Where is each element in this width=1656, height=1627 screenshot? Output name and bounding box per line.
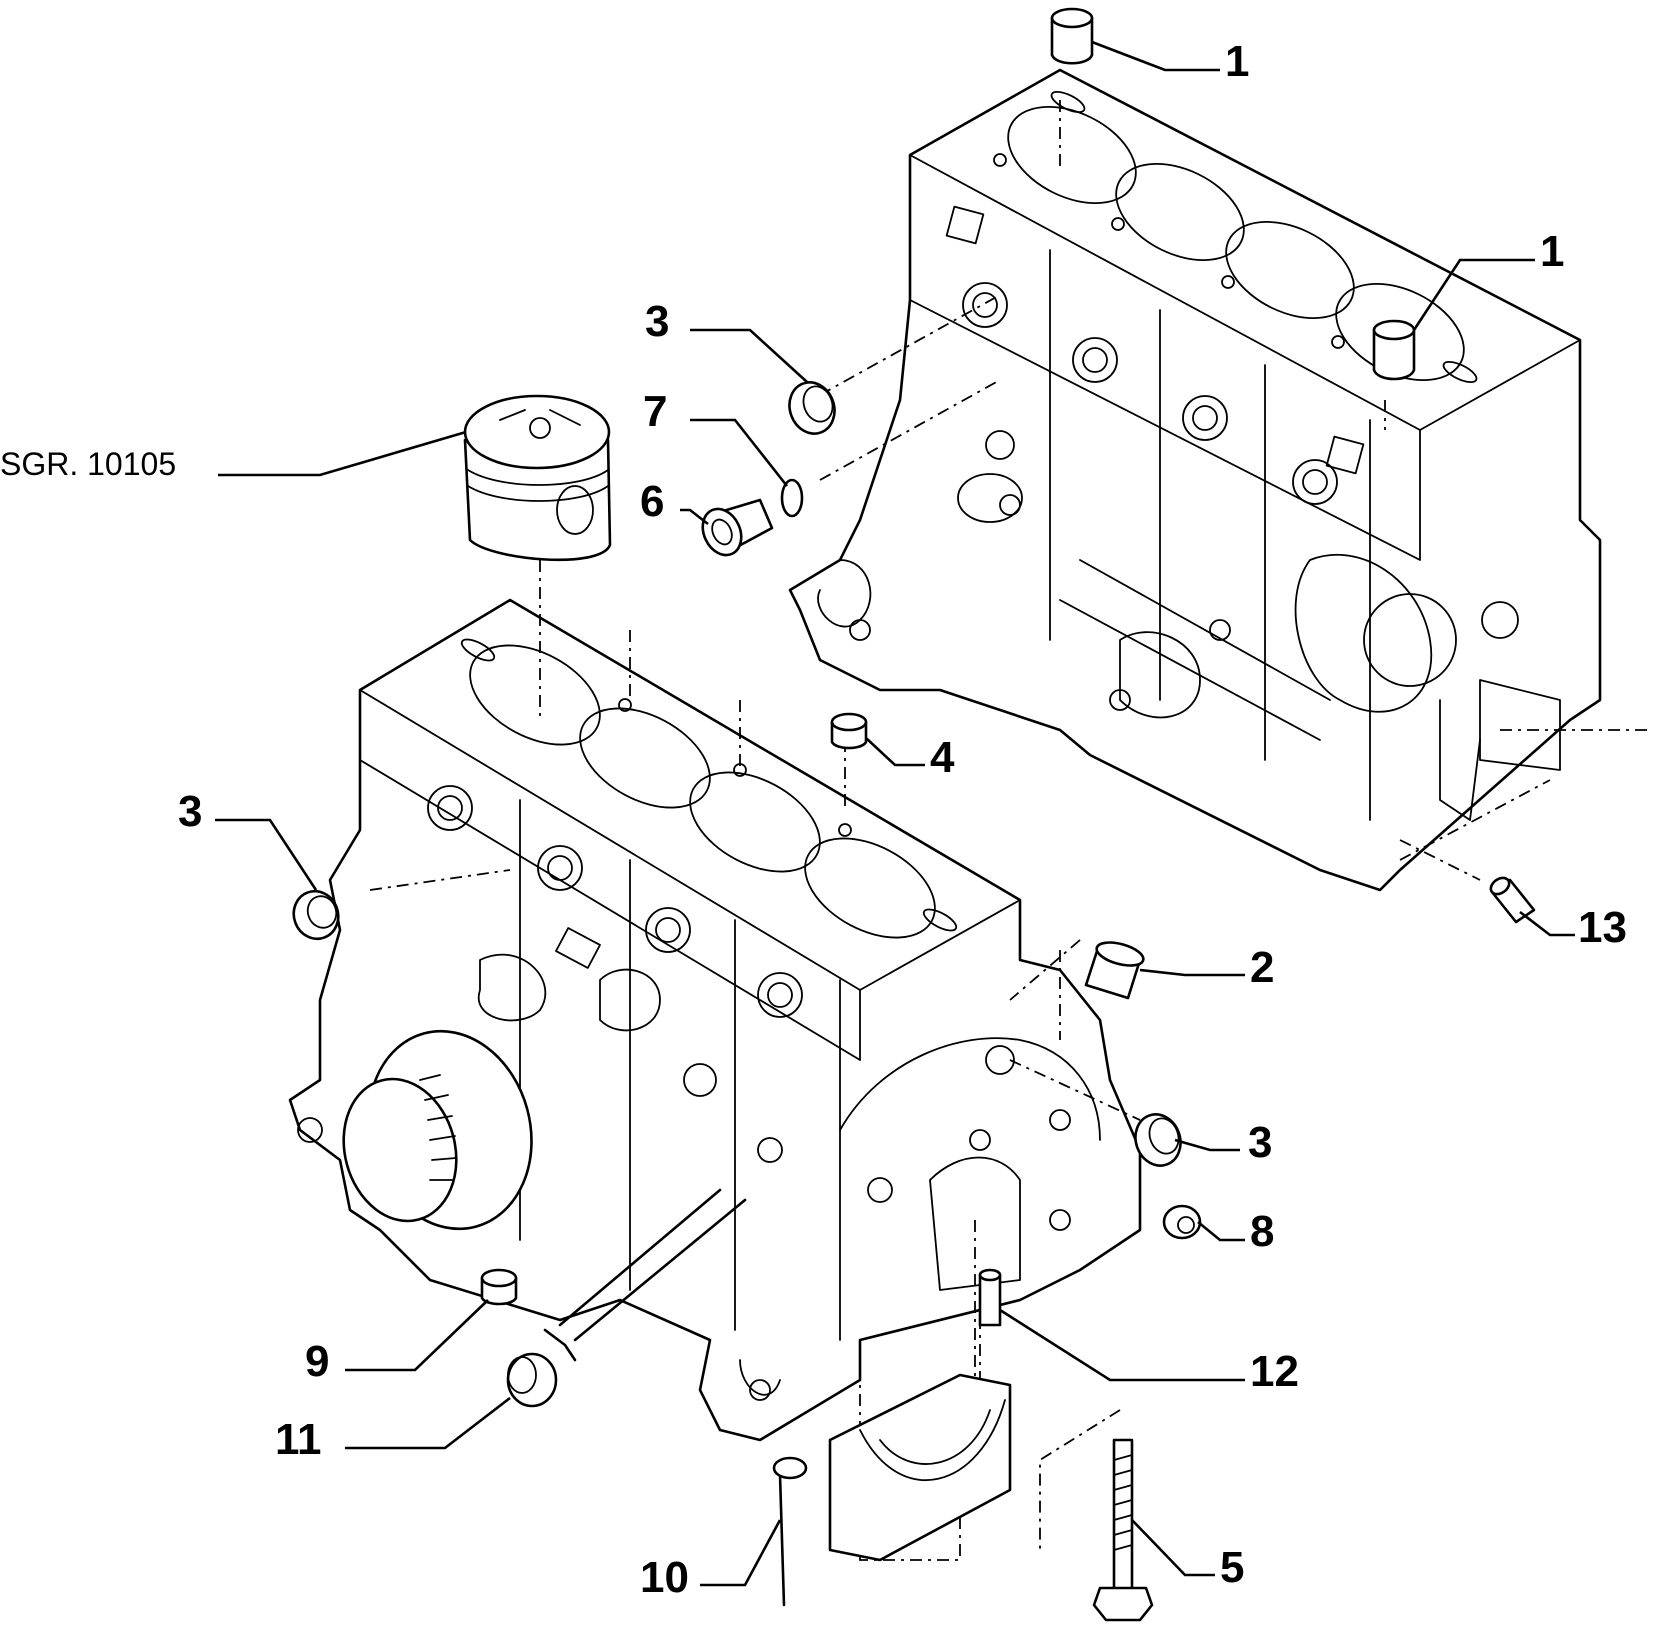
main-bearing-cap bbox=[828, 1373, 1012, 1562]
expansion-plug-upper bbox=[788, 381, 836, 435]
callout-3-right: 3 bbox=[1248, 1118, 1272, 1167]
leader-lines bbox=[215, 40, 1575, 1587]
callout-2: 2 bbox=[1250, 943, 1274, 992]
callout-9: 9 bbox=[305, 1337, 329, 1386]
threaded-cap bbox=[480, 1268, 518, 1306]
callout-3-left: 3 bbox=[178, 787, 202, 836]
small-parts bbox=[292, 7, 1536, 1622]
locating-pin bbox=[1489, 876, 1536, 924]
dowel-bushing-top bbox=[1050, 7, 1094, 65]
callout-12: 12 bbox=[1250, 1347, 1299, 1396]
expansion-plug-right bbox=[1134, 1113, 1182, 1167]
piston bbox=[463, 394, 612, 562]
callout-1-top: 1 bbox=[1225, 37, 1249, 86]
threaded-plug bbox=[701, 498, 774, 557]
callout-10: 10 bbox=[640, 1553, 689, 1602]
sealing-washer bbox=[780, 478, 804, 518]
front-engine-block bbox=[288, 598, 1142, 1442]
subgroup-reference: SGR. 10105 bbox=[0, 446, 176, 482]
dowel-pin bbox=[978, 1268, 1002, 1327]
oil-jet bbox=[772, 1456, 808, 1607]
bushing bbox=[1084, 941, 1145, 1000]
assembly-lines bbox=[369, 100, 1650, 1561]
callout-13: 13 bbox=[1578, 903, 1627, 952]
callout-7: 7 bbox=[643, 387, 667, 436]
oil-filter bbox=[342, 1029, 533, 1231]
callout-3-upper: 3 bbox=[645, 297, 669, 346]
cup-plug bbox=[830, 712, 868, 750]
callout-6: 6 bbox=[640, 477, 664, 526]
callout-1-right: 1 bbox=[1540, 227, 1564, 276]
callout-4: 4 bbox=[930, 733, 955, 782]
callout-5: 5 bbox=[1220, 1543, 1244, 1592]
sealing-cap bbox=[506, 1352, 558, 1408]
rear-engine-block bbox=[788, 68, 1602, 892]
dowel-bushing-right bbox=[1372, 319, 1416, 381]
cap-bolt bbox=[1092, 1438, 1154, 1622]
expansion-plug-left bbox=[292, 889, 340, 941]
callout-11: 11 bbox=[275, 1415, 322, 1464]
drain-plug bbox=[1162, 1204, 1202, 1240]
callout-8: 8 bbox=[1250, 1207, 1274, 1256]
